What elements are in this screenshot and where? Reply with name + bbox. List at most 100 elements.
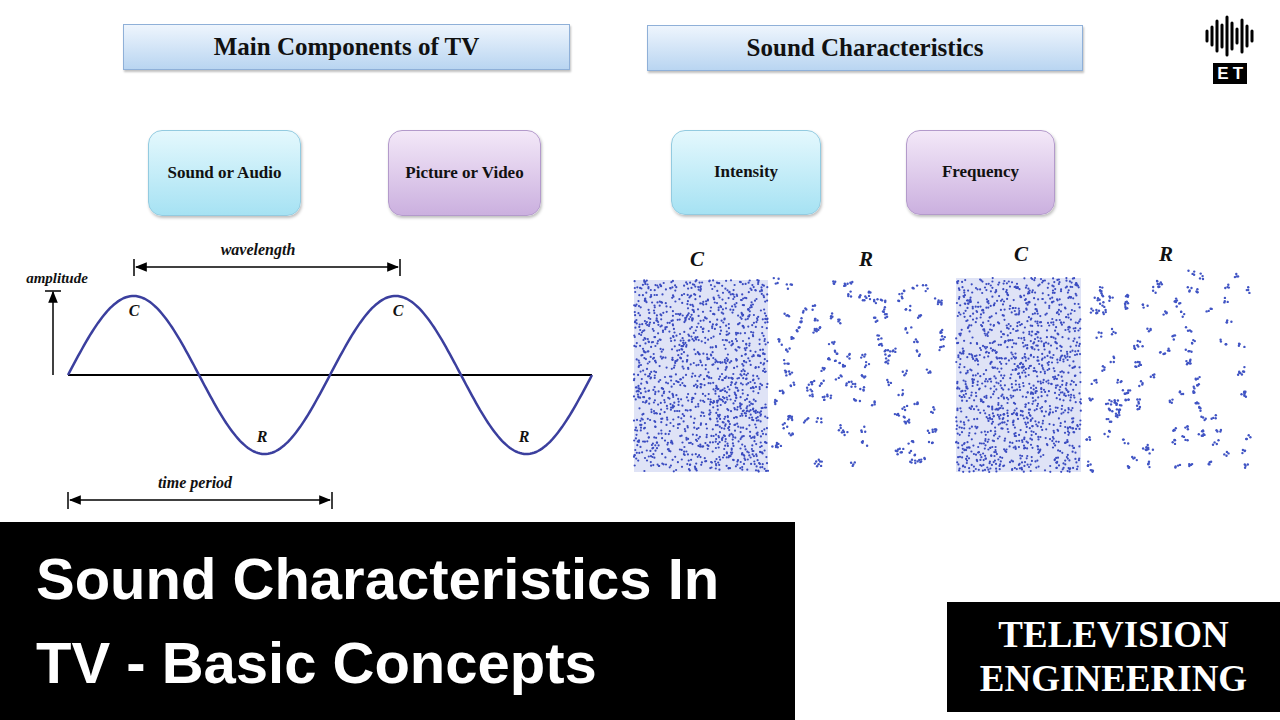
particle-dot bbox=[730, 410, 732, 412]
particle-dot bbox=[1010, 394, 1012, 396]
particle-dot bbox=[710, 337, 712, 339]
particle-dot bbox=[1071, 421, 1073, 423]
particle-dot bbox=[749, 306, 751, 308]
particle-dot bbox=[737, 426, 739, 428]
particle-dot bbox=[1044, 391, 1046, 393]
particle-dot bbox=[643, 396, 645, 398]
particle-dot bbox=[728, 323, 730, 325]
particle-dot bbox=[753, 460, 755, 462]
particle-dot bbox=[1049, 298, 1051, 300]
particle-dot bbox=[766, 318, 768, 320]
particle-dot bbox=[762, 353, 764, 355]
particle-dot bbox=[1035, 387, 1037, 389]
particle-dot bbox=[1011, 383, 1013, 385]
particle-dot bbox=[727, 358, 729, 360]
particle-dot bbox=[704, 442, 706, 444]
particle-dot bbox=[714, 285, 716, 287]
particle-dot bbox=[964, 316, 966, 318]
particle-dot bbox=[657, 464, 659, 466]
particle-dot bbox=[657, 404, 659, 406]
particle-dot bbox=[718, 456, 720, 458]
particle-dot bbox=[1026, 347, 1028, 349]
particle-dot bbox=[682, 314, 684, 316]
particle-dot bbox=[634, 449, 636, 451]
particle-dot bbox=[688, 460, 690, 462]
particle-dot bbox=[1031, 417, 1033, 419]
particle-dot bbox=[742, 427, 744, 429]
particle-dot bbox=[757, 419, 759, 421]
particle-dot bbox=[730, 384, 732, 386]
particle-dot bbox=[681, 345, 683, 347]
particle-dot bbox=[694, 336, 696, 338]
particle-dot bbox=[727, 416, 729, 418]
particle-dot bbox=[707, 371, 709, 373]
particle-dot bbox=[957, 433, 959, 435]
particle-dot bbox=[686, 410, 688, 412]
particle-dot bbox=[664, 376, 666, 378]
particle-dot bbox=[969, 427, 971, 429]
particle-dot bbox=[733, 424, 735, 426]
particle-dot bbox=[693, 332, 695, 334]
particle-dot bbox=[1072, 421, 1074, 423]
particle-dot bbox=[645, 391, 647, 393]
particle-dot bbox=[659, 379, 661, 381]
particle-dot bbox=[1002, 288, 1004, 290]
particle-dot bbox=[741, 453, 743, 455]
particle-dot bbox=[654, 345, 656, 347]
particle-dot bbox=[1039, 321, 1041, 323]
particle-dot bbox=[646, 283, 648, 285]
particle-dot bbox=[725, 325, 727, 327]
particle-dot bbox=[764, 338, 766, 340]
particle-dot bbox=[1002, 389, 1004, 391]
particle-dot bbox=[969, 447, 971, 449]
particle-dot bbox=[690, 295, 692, 297]
particle-dot bbox=[1061, 376, 1063, 378]
particle-dot bbox=[747, 394, 749, 396]
particle-dot bbox=[724, 359, 726, 361]
particle-dot bbox=[687, 453, 689, 455]
particle-dot bbox=[1011, 281, 1013, 283]
particle-dot bbox=[755, 386, 757, 388]
particle-dot bbox=[668, 433, 670, 435]
particle-dot bbox=[659, 365, 661, 367]
particle-dot bbox=[653, 420, 655, 422]
particle-dot bbox=[1020, 414, 1022, 416]
particle-dot bbox=[745, 361, 747, 363]
particle-dot bbox=[650, 289, 652, 291]
particle-dot bbox=[1034, 399, 1036, 401]
particle-dot bbox=[1048, 305, 1050, 307]
particle-dot bbox=[1022, 363, 1024, 365]
particle-dot bbox=[749, 314, 751, 316]
particle-dot bbox=[961, 431, 963, 433]
particle-dot bbox=[1011, 460, 1013, 462]
particle-dot bbox=[648, 397, 650, 399]
particle-dot bbox=[686, 361, 688, 363]
particle-dot bbox=[636, 386, 638, 388]
particle-dot bbox=[1043, 389, 1045, 391]
particle-dot bbox=[635, 437, 637, 439]
particle-dot bbox=[644, 387, 646, 389]
particle-dot bbox=[984, 431, 986, 433]
particle-dot bbox=[656, 301, 658, 303]
particle-dot bbox=[735, 396, 737, 398]
particle-dot bbox=[697, 427, 699, 429]
particle-dot bbox=[690, 336, 692, 338]
particle-dot bbox=[658, 390, 660, 392]
particle-dot bbox=[992, 421, 994, 423]
particle-dot bbox=[1011, 357, 1013, 359]
particle-dot bbox=[670, 440, 672, 442]
particle-dot bbox=[1026, 455, 1028, 457]
particle-dot bbox=[702, 331, 704, 333]
particle-dot bbox=[656, 342, 658, 344]
particle-dot bbox=[636, 322, 638, 324]
particle-dot bbox=[1050, 336, 1052, 338]
particle-dot bbox=[682, 339, 684, 341]
particle-dot bbox=[1019, 386, 1021, 388]
particle-dot bbox=[653, 401, 655, 403]
particle-dot bbox=[721, 373, 723, 375]
particle-dot bbox=[751, 444, 753, 446]
particle-dot bbox=[668, 398, 670, 400]
particle-dot bbox=[670, 337, 672, 339]
particle-dot bbox=[676, 350, 678, 352]
particle-dot bbox=[749, 279, 751, 281]
